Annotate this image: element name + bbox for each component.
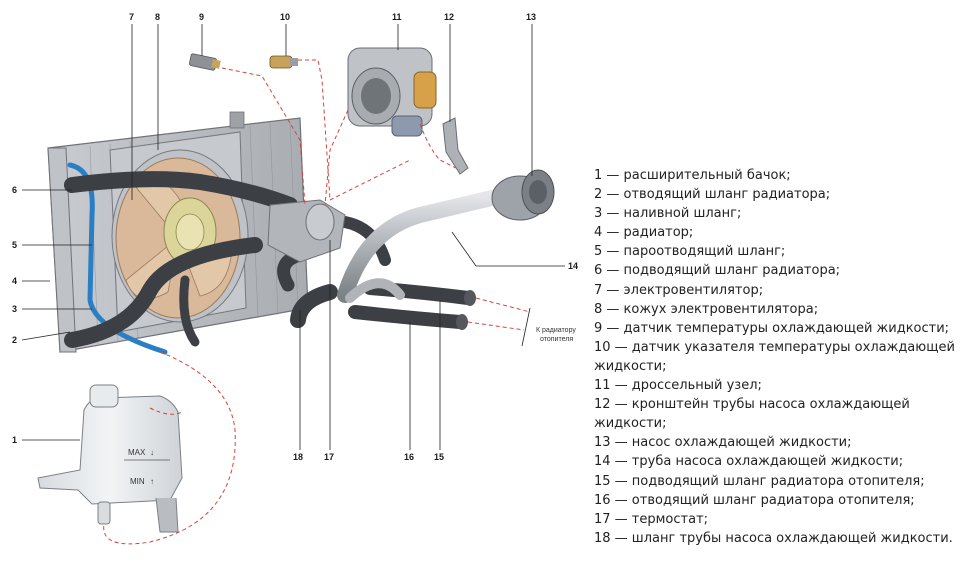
tank-max-label: MAX (128, 448, 146, 457)
callout-15: 15 (434, 452, 444, 462)
temp-gauge-sensor (269, 55, 298, 69)
heater-annotation-line1: К радиатору (536, 327, 576, 334)
coolant-temp-sensor (189, 53, 221, 71)
electric-fan (115, 157, 241, 319)
callout-5: 5 (12, 240, 17, 250)
legend-item: 4 — радиатор; (594, 225, 694, 241)
callout-3: 3 (12, 304, 17, 314)
legend-item: 11 — дроссельный узел; (594, 378, 762, 394)
legend-item: 3 — наливной шланг; (594, 206, 742, 222)
callout-11: 11 (392, 12, 402, 22)
legend-item: 9 — датчик температуры охлаждающей жидко… (594, 320, 950, 336)
cooling-system-diagram: MAX ↓ MIN ↑ К радиатору (12, 12, 578, 545)
callout-14: 14 (568, 261, 578, 271)
callout-18: 18 (293, 452, 303, 462)
radiator-hoses (64, 171, 391, 348)
component-legend: 1 — расширительный бачок; 2 — отводящий … (594, 166, 956, 548)
pump-pipe-branch (345, 278, 405, 303)
callout-13: 13 (526, 12, 536, 22)
pump-pipe (337, 188, 508, 303)
callout-8: 8 (155, 12, 160, 22)
callout-6: 6 (12, 185, 17, 195)
legend-item: 15 — подводящий шланг радиатора отопител… (594, 473, 925, 489)
callout-10: 10 (280, 12, 290, 22)
filler-hose (67, 162, 168, 355)
callout-1: 1 (12, 435, 17, 445)
legend-item: 10 — датчик указателя температуры охлажд… (594, 339, 955, 374)
tank-min-label: MIN (130, 477, 145, 486)
heater-hoses (348, 281, 475, 329)
callout-4: 4 (12, 276, 17, 286)
expansion-tank (37, 384, 183, 533)
leader-lines (21, 24, 565, 450)
legend-item: 8 — кожух электровентилятора; (594, 301, 819, 317)
legend-item: 16 — отводящий шланг радиатора отопителя… (594, 492, 915, 508)
legend-item: 5 — пароотводящий шланг; (594, 244, 786, 260)
callout-17: 17 (324, 452, 334, 462)
heater-hose-end-15 (464, 290, 476, 306)
callout-7: 7 (129, 12, 134, 22)
legend-item: 14 — труба насоса охлаждающей жидкости; (594, 454, 904, 470)
thermostat (267, 199, 346, 263)
heater-pointer-line (521, 307, 531, 347)
dashed-connections (103, 59, 531, 545)
water-pump (491, 169, 555, 221)
legend-item: 12 — кронштейн трубы насоса охлаждающей … (594, 397, 910, 432)
callout-12: 12 (444, 12, 454, 22)
legend-item: 13 — насос охлаждающей жидкости; (594, 435, 852, 451)
legend-item: 17 — термостат; (594, 511, 709, 527)
pump-pipe-bracket (442, 117, 469, 175)
callout-2: 2 (12, 335, 17, 345)
heater-annotation-line2: отопителя (540, 336, 573, 343)
arrow-down-icon: ↓ (150, 448, 154, 457)
heater-hose-end-16 (456, 314, 468, 330)
throttle-body (347, 47, 437, 137)
callout-9: 9 (199, 12, 204, 22)
arrow-up-icon: ↑ (150, 477, 154, 486)
legend-item: 7 — электровентилятор; (594, 282, 764, 298)
callout-16: 16 (404, 452, 414, 462)
legend-item: 18 — шланг трубы насоса охлаждающей жидк… (594, 530, 953, 546)
legend-item: 2 — отводящий шланг радиатора; (594, 187, 831, 203)
legend-item: 1 — расширительный бачок; (594, 168, 791, 183)
legend-item: 6 — подводящий шланг радиатора; (594, 263, 841, 279)
